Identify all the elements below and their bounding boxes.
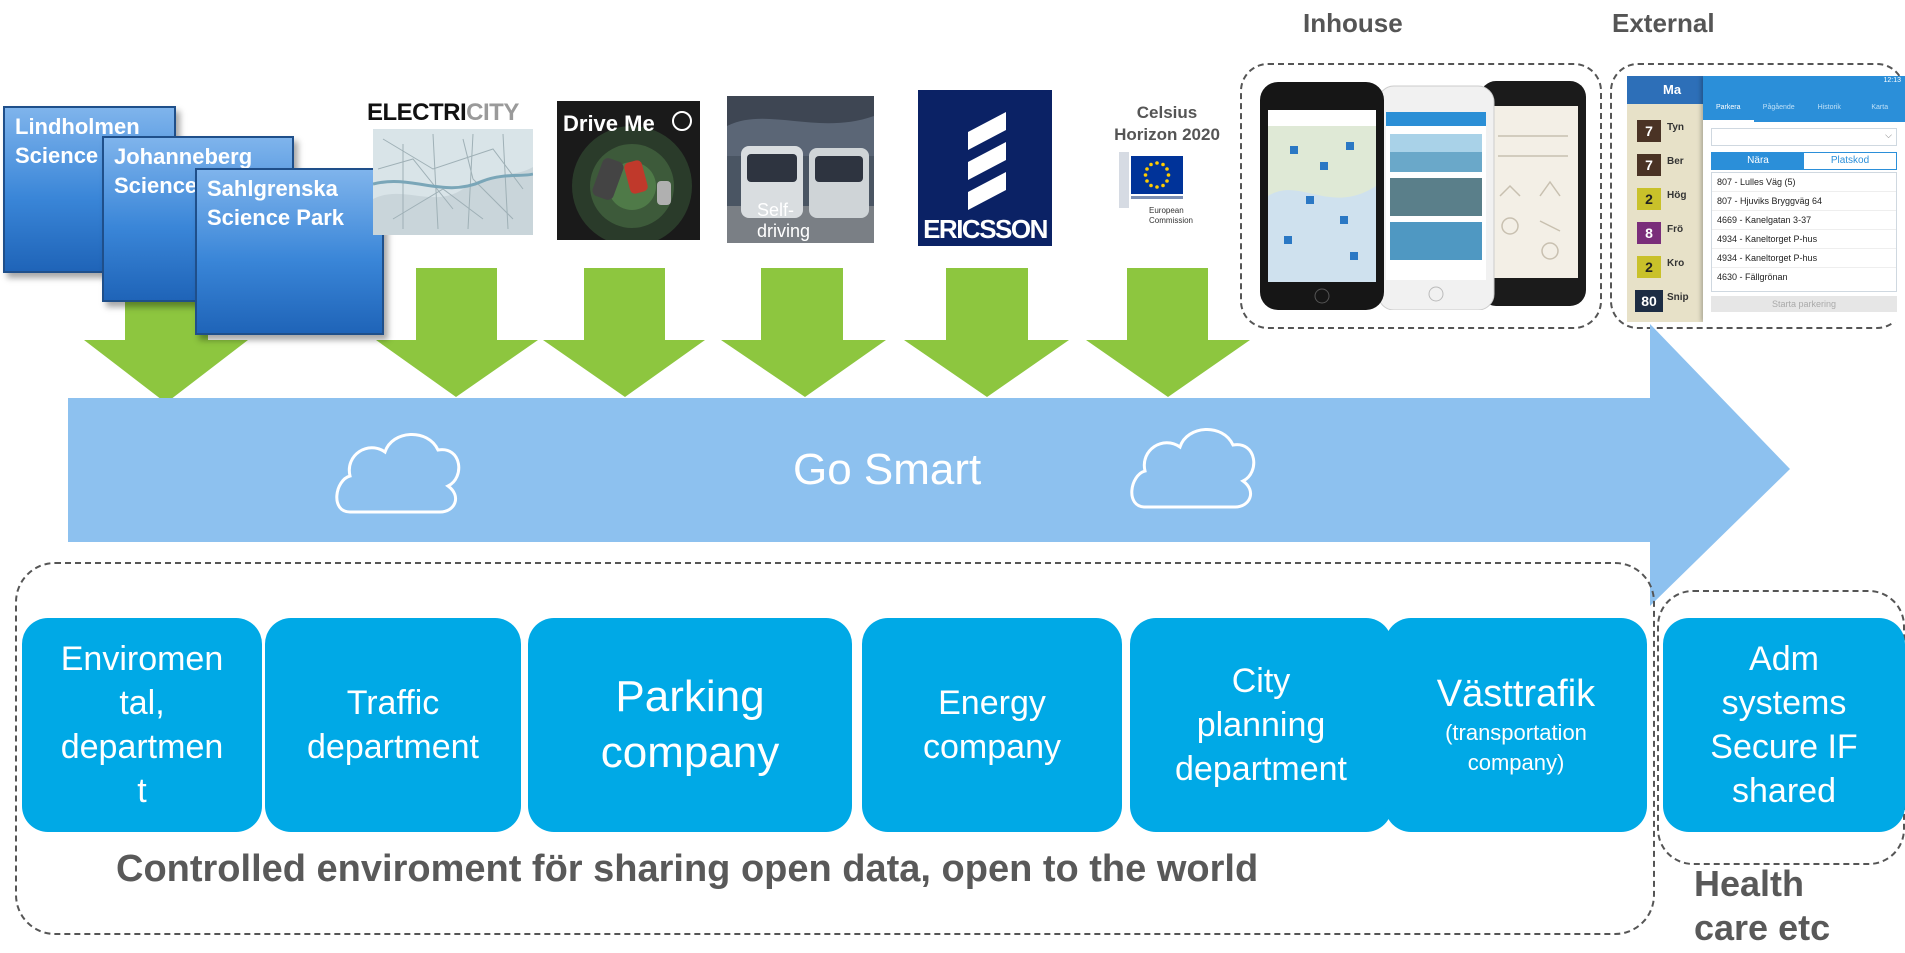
search-tabs: Nära Platskod [1711, 152, 1897, 170]
european-commission-logo: European Commission [1119, 152, 1197, 234]
zone-label: Hög [1667, 190, 1687, 201]
drive-me-title: Drive Me [563, 111, 655, 136]
self-driving-photo: Self- driving [727, 96, 874, 243]
app-tabs: Parkera Pågående Historik Karta [1703, 90, 1905, 122]
electricity-map-icon [373, 129, 533, 235]
external-label: External [1612, 8, 1715, 38]
arrow-down-icon [721, 268, 886, 397]
inhouse-label: Inhouse [1303, 8, 1403, 38]
department-vasttrafik: Västtrafik (transportation company) [1385, 618, 1647, 832]
tab-pagaende[interactable]: Pågående [1762, 104, 1795, 111]
arrow-down-icon [543, 268, 705, 397]
chevron-down-icon: ⌵ [1885, 130, 1892, 140]
list-item[interactable]: 807 - Hjuviks Bryggväg 64 [1712, 192, 1896, 211]
arrow-down-icon [1086, 268, 1250, 397]
department-environmental: Enviromen tal, departmen t [22, 618, 262, 832]
zone-row: 80 [1635, 290, 1663, 312]
tab-platskod[interactable]: Platskod [1830, 155, 1870, 166]
tab-nara[interactable]: Nära [1712, 153, 1804, 169]
zone-list: Ma 7 7 2 8 2 80 Tyn Ber Hög Frö Kro Snip [1627, 76, 1707, 322]
department-energy: Energy company [862, 618, 1122, 832]
electricity-logo: ELECTRICITY [365, 97, 535, 237]
zone-row: 7 [1637, 120, 1661, 142]
cloud-icon [1130, 428, 1256, 509]
app-panel: 12:13 Parkera Pågående Historik Karta ⌵ … [1703, 76, 1905, 322]
clock: 12:13 [1883, 77, 1901, 84]
health-care-label: Health care etc [1694, 863, 1831, 948]
zone-label: Frö [1667, 224, 1684, 235]
tab-karta[interactable]: Karta [1871, 104, 1889, 111]
zone-list-header: Ma [1627, 76, 1707, 104]
ericsson-mark-icon [968, 112, 1006, 210]
science-park-sahlgrenska: Sahlgrenska Science Park [195, 168, 384, 335]
arrow-down-icon [904, 268, 1069, 397]
list-item[interactable]: 4934 - Kaneltorget P-hus [1712, 230, 1896, 249]
zone-row: 2 [1637, 188, 1661, 210]
department-city-planning: City planning department [1130, 618, 1392, 832]
science-park-label: Sahlgrenska Science Park [207, 176, 344, 230]
electricity-title: ELECTRICITY [367, 99, 519, 126]
ec-text: European Commission [1149, 206, 1194, 225]
zone-label: Tyn [1667, 122, 1685, 133]
department-parking: Parking company [528, 618, 852, 832]
controlled-environment-caption: Controlled enviroment för sharing open d… [116, 848, 1259, 890]
tab-historik[interactable]: Historik [1817, 104, 1841, 111]
cloud-icon [335, 433, 461, 514]
ericsson-logo: ERICSSON [918, 90, 1052, 246]
parking-app-screenshot: Ma 7 7 2 8 2 80 Tyn Ber Hög Frö Kro Snip… [1627, 76, 1905, 322]
zone-label: Snip [1667, 292, 1689, 303]
zone-row: 7 [1637, 154, 1661, 176]
vehicle-select[interactable]: ⌵ [1711, 128, 1897, 146]
tab-parkera[interactable]: Parkera [1703, 90, 1754, 122]
list-item[interactable]: 807 - Lulles Väg (5) [1712, 173, 1896, 192]
list-item[interactable]: 4630 - Fällgrönan [1717, 272, 1788, 282]
ericsson-wordmark: ERICSSON [923, 214, 1048, 244]
zone-label: Ber [1667, 156, 1684, 167]
list-item[interactable]: 4934 - Kaneltorget P-hus [1712, 249, 1896, 268]
self-driving-bus-icon [727, 96, 874, 243]
inhouse-apps-frame [1240, 63, 1602, 329]
location-list: 807 - Lulles Väg (5) 807 - Hjuviks Brygg… [1711, 172, 1897, 292]
zone-row: 8 [1637, 222, 1661, 244]
list-item[interactable]: 4669 - Kanelgatan 3-37 [1712, 211, 1896, 230]
zone-row: 2 [1637, 256, 1661, 278]
go-smart-label: Go Smart [793, 445, 982, 494]
drive-me-logo: Drive Me [557, 101, 700, 240]
celsius-label: Celsius Horizon 2020 [1114, 103, 1220, 144]
self-driving-caption: Self- driving [757, 200, 811, 241]
controlled-environment-frame [15, 562, 1655, 935]
start-parking-button[interactable]: Starta parkering [1711, 296, 1897, 312]
zone-label: Kro [1667, 258, 1685, 269]
eu-flag-icon [1119, 152, 1183, 208]
arrow-down-icon [376, 268, 538, 397]
app-topbar: 12:13 Parkera Pågående Historik Karta [1703, 76, 1905, 122]
drive-me-road-icon [557, 101, 700, 240]
department-traffic: Traffic department [265, 618, 521, 832]
volvo-icon [672, 111, 692, 131]
inhouse-phones [1260, 81, 1586, 310]
banner-arrow [68, 324, 1790, 606]
admin-systems-box: Adm systems Secure IF shared [1663, 618, 1905, 832]
